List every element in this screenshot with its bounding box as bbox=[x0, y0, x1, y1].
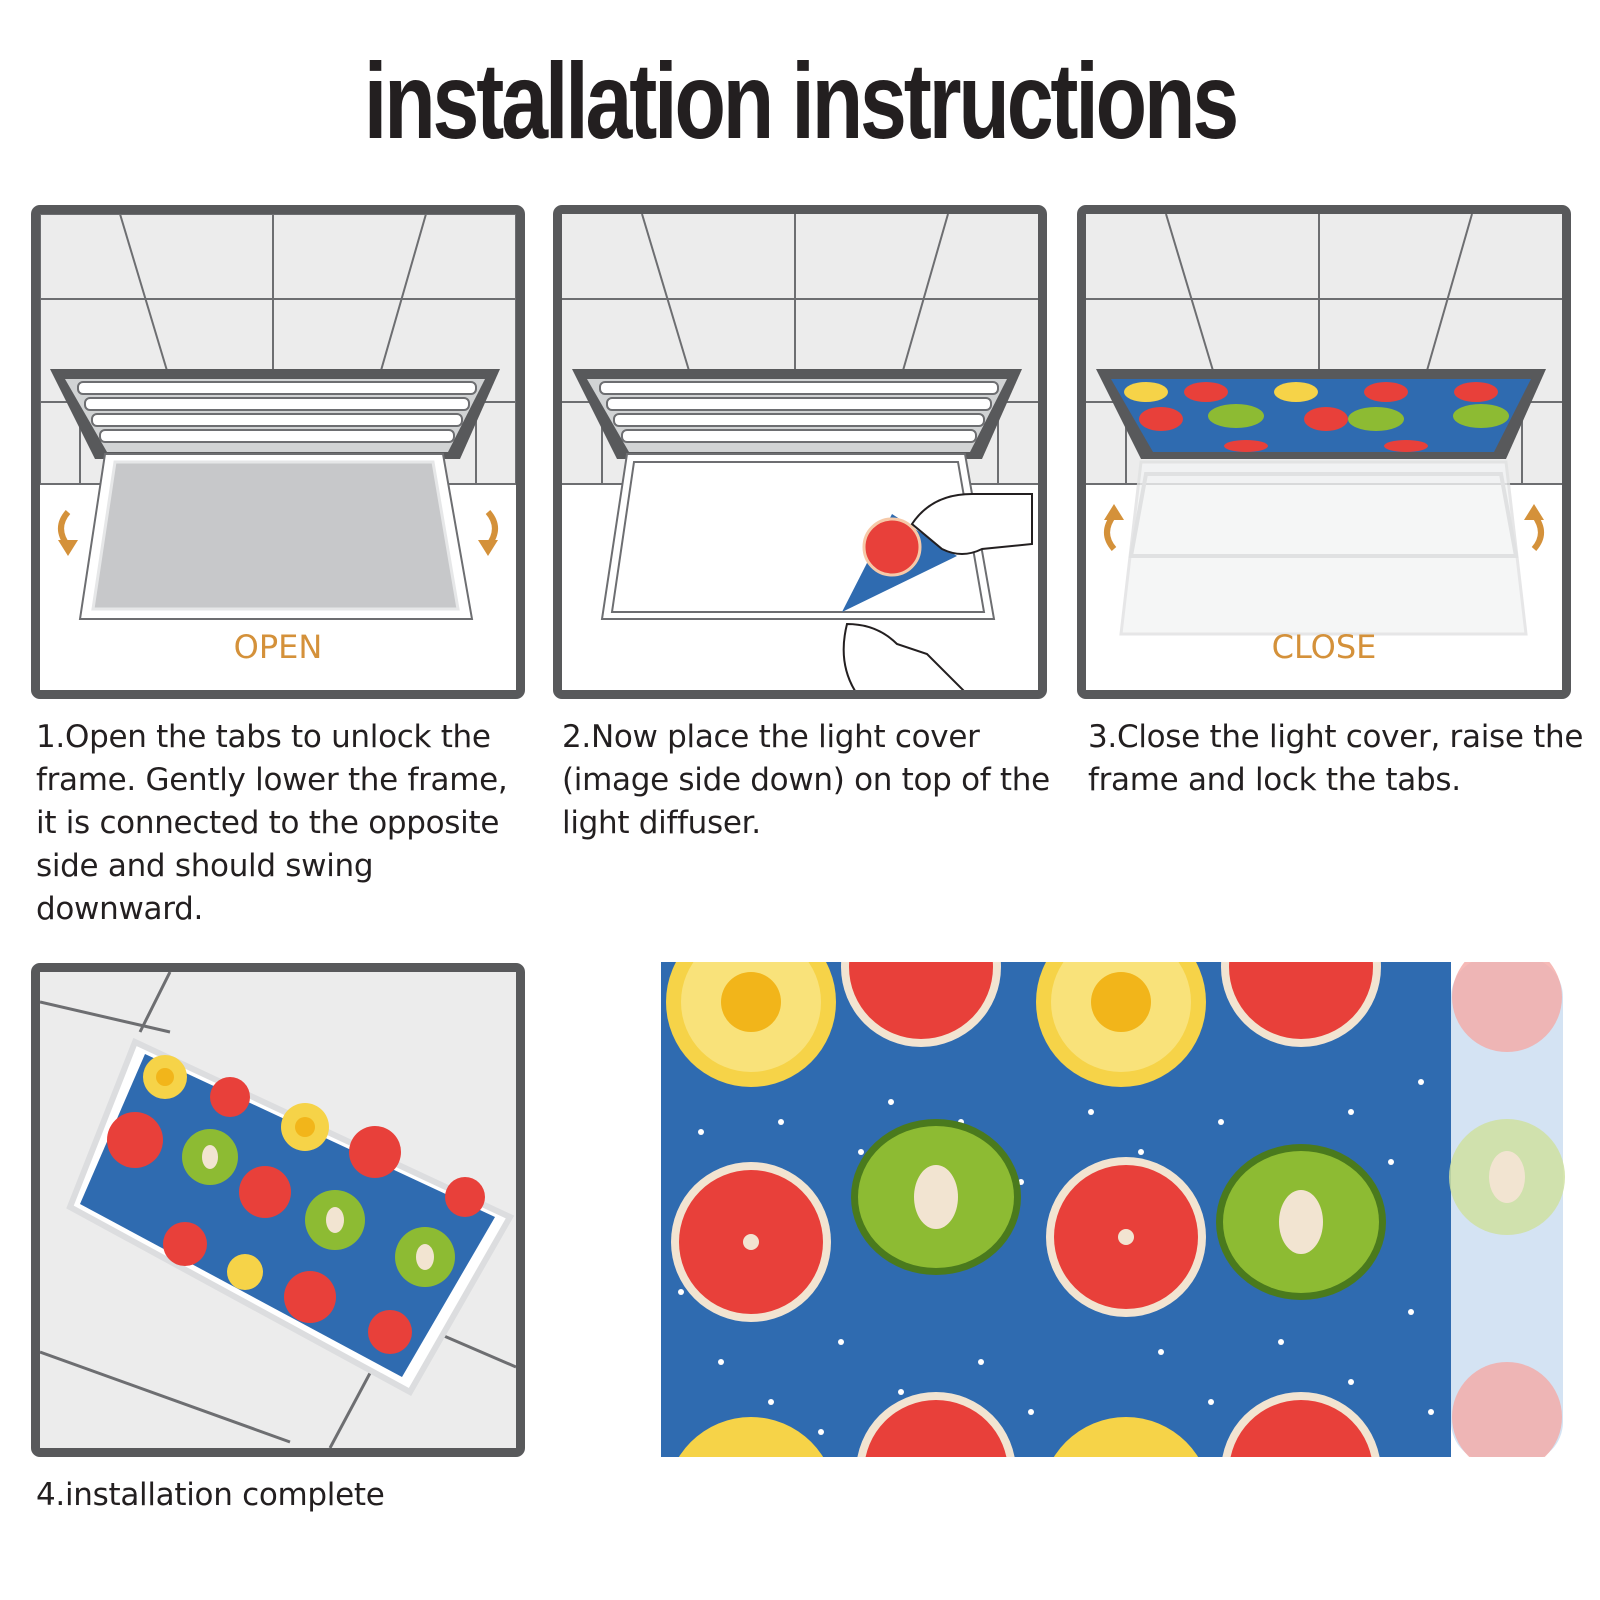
open-frame-illustration: OPEN bbox=[40, 214, 516, 690]
step-4-caption: 4.installation complete bbox=[36, 1477, 385, 1513]
step-4-illustration bbox=[31, 963, 525, 1457]
fruit-pattern-mini bbox=[1124, 382, 1509, 452]
pineapple-slice bbox=[678, 1417, 824, 1457]
grapefruit-slice bbox=[1222, 1392, 1380, 1457]
place-cover-illustration bbox=[562, 214, 1038, 690]
open-label: OPEN bbox=[234, 628, 323, 666]
fruit-pattern-installed bbox=[107, 1055, 485, 1354]
hand-icon bbox=[842, 493, 1033, 690]
kiwi-slice bbox=[851, 1119, 1021, 1275]
close-frame-illustration: CLOSE bbox=[1086, 214, 1562, 690]
pineapple-slice bbox=[1036, 962, 1206, 1087]
grapefruit-slice bbox=[1221, 962, 1381, 1047]
step-3-caption: 3.Close the light cover, raise the frame… bbox=[1088, 719, 1584, 798]
close-label: CLOSE bbox=[1272, 628, 1377, 666]
fruit-pattern-banner bbox=[661, 962, 1565, 1457]
step-3-illustration: CLOSE bbox=[1077, 205, 1571, 699]
pineapple-slice bbox=[666, 962, 836, 1087]
step-1-illustration: OPEN bbox=[31, 205, 525, 699]
kiwi-slice bbox=[1216, 1144, 1386, 1300]
grapefruit-slice bbox=[857, 1392, 1015, 1457]
grapefruit-slice bbox=[841, 962, 1001, 1047]
pineapple-slice bbox=[1053, 1417, 1199, 1457]
step-2-caption: 2.Now place the light cover (image side … bbox=[562, 719, 1050, 841]
step-1-caption: 1.Open the tabs to unlock the frame. Gen… bbox=[36, 719, 508, 927]
grapefruit-slice bbox=[671, 1162, 831, 1322]
step-2-illustration bbox=[553, 205, 1047, 699]
installed-cover-illustration bbox=[40, 972, 516, 1448]
page-title: installation instructions bbox=[363, 40, 1239, 161]
grapefruit-slice bbox=[1046, 1157, 1206, 1317]
pattern-roll bbox=[1449, 962, 1565, 1457]
product-pattern-image bbox=[661, 962, 1565, 1457]
